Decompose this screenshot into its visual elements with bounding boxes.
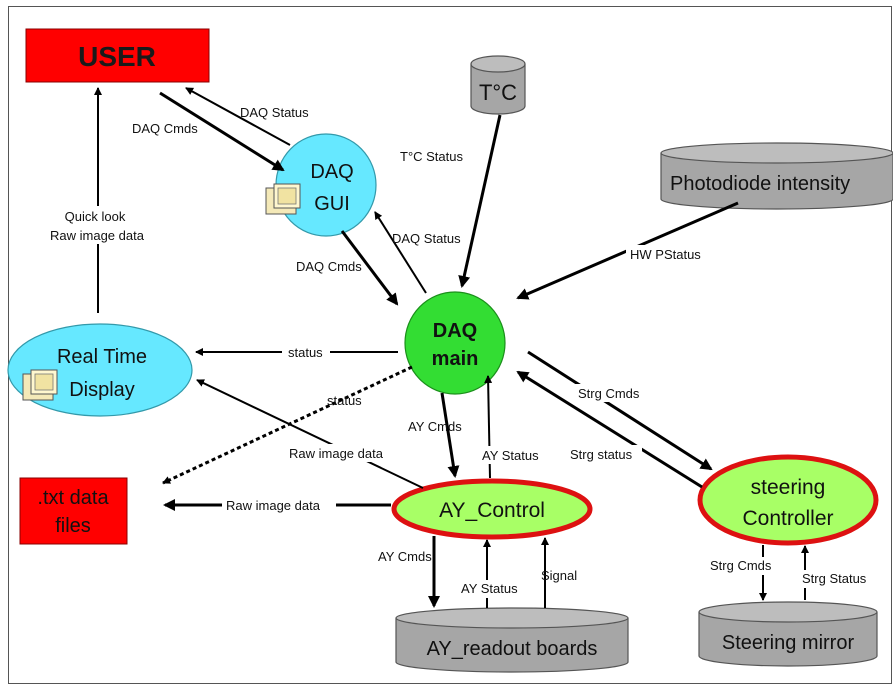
label-signal: Signal [541, 568, 577, 583]
user-node: USER [25, 28, 210, 83]
label-strg-status-mirror: Strg Status [802, 571, 867, 586]
steering-mirror-cylinder: Steering mirror [698, 601, 878, 667]
arrow-tc-status [458, 114, 502, 288]
label-daq-cmds-gui: DAQ Cmds [296, 259, 362, 274]
ay-control-node: AY_Control [391, 478, 593, 540]
arrow-daq-status-user [185, 87, 291, 146]
label-daq-status-user: DAQ Status [240, 105, 309, 120]
label-bg [282, 342, 330, 360]
ay-control-label: AY_Control [439, 499, 545, 522]
real-time-line1: Real Time [57, 346, 147, 368]
label-bg [626, 245, 706, 263]
user-label: USER [78, 41, 156, 72]
daq-gui-node: DAQ GUI [275, 133, 377, 237]
daq-main-node: DAQ main [404, 291, 506, 395]
steering-mirror-label: Steering mirror [722, 632, 855, 654]
monitor-icon [265, 183, 301, 215]
label-daq-cmds-user: DAQ Cmds [132, 121, 198, 136]
label-raw-image-rt: Raw image data [289, 446, 384, 461]
txt-files-line2: files [55, 515, 91, 537]
tc-label: T°C [479, 80, 517, 105]
label-daq-status-gui: DAQ Status [392, 231, 461, 246]
arrow-strg-status-main [516, 370, 703, 489]
txt-files-line1: .txt data [37, 487, 109, 509]
label-ay-cmds-main: AY Cmds [408, 419, 462, 434]
arrow-strg-cmds-main [527, 350, 713, 471]
label-bg [286, 444, 398, 462]
label-ay-status-main: AY Status [482, 448, 539, 463]
label-status-txt: status [327, 393, 362, 408]
arrow-daq-cmds-gui [340, 230, 399, 306]
label-bg [42, 206, 162, 244]
label-tc-status: T°C Status [400, 149, 463, 164]
photodiode-label: Photodiode intensity [670, 173, 850, 195]
label-bg [798, 570, 878, 588]
label-bg [570, 384, 650, 402]
label-status-rt: status [288, 345, 323, 360]
label-raw-image-quick: Raw image data [50, 228, 145, 243]
arrow-daq-cmds-user [159, 91, 285, 172]
real-time-line2: Display [69, 379, 135, 401]
daq-main-line1: DAQ [433, 320, 477, 342]
daq-main-line2: main [432, 348, 479, 370]
photodiode-cylinder: Photodiode intensity [660, 142, 893, 210]
label-raw-image-txt: Raw image data [226, 498, 321, 513]
ay-readout-cylinder: AY_readout boards [395, 607, 629, 673]
label-strg-cmds-mirror: Strg Cmds [710, 558, 772, 573]
label-ay-status-board: AY Status [461, 581, 518, 596]
steering-line2: Controller [742, 507, 833, 530]
label-bg [566, 445, 642, 463]
txt-files-node: .txt data files [19, 477, 128, 545]
steering-line1: steering [751, 476, 826, 499]
tc-cylinder: T°C [470, 55, 526, 115]
label-ay-cmds-board: AY Cmds [378, 549, 432, 564]
label-bg [478, 446, 550, 464]
ay-readout-label: AY_readout boards [427, 638, 598, 660]
arrow-raw-image-rt [196, 379, 424, 489]
monitor-icon [22, 369, 58, 401]
label-hw-pstatus: HW PStatus [630, 247, 701, 262]
label-strg-cmds-main: Strg Cmds [578, 386, 640, 401]
label-bg [706, 557, 782, 575]
label-bg [458, 580, 528, 598]
daq-gui-line1: DAQ [310, 161, 353, 183]
label-bg [222, 496, 336, 514]
arrow-daq-status-gui [374, 211, 427, 294]
steering-controller-node: steering Controller [697, 454, 879, 546]
arrow-status-txt [162, 365, 413, 485]
daq-gui-line2: GUI [314, 193, 350, 215]
label-quick-look: Quick look [65, 209, 126, 224]
label-strg-status-main: Strg status [570, 447, 633, 462]
arrow-ay-cmds-main [440, 392, 460, 478]
